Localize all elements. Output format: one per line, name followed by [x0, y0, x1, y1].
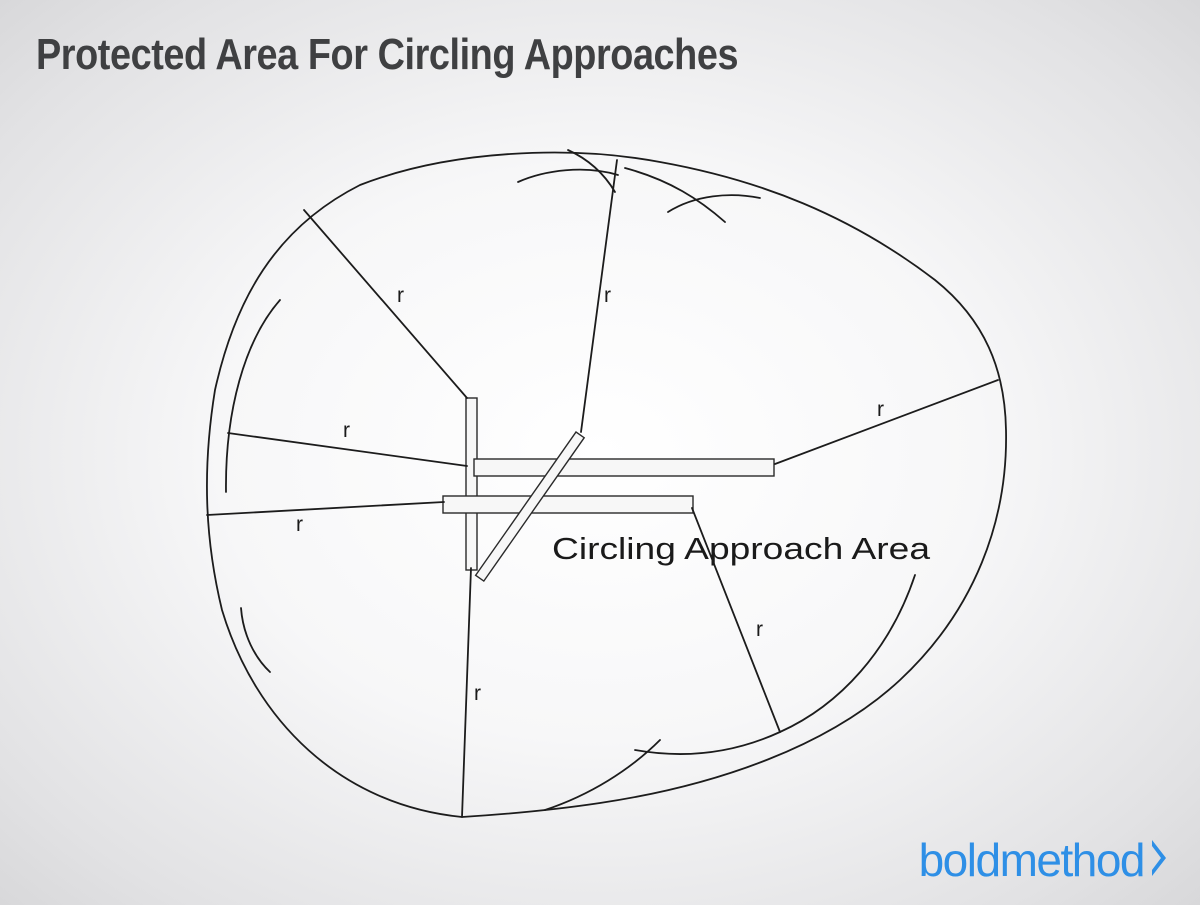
radius-label: r [877, 398, 884, 421]
arc-top-3 [667, 194, 761, 213]
radius-line-nw [303, 209, 468, 399]
area-label: Circling Approach Area [552, 531, 931, 566]
radius-line-sw [206, 501, 445, 516]
radius-line-s [461, 567, 472, 818]
radius-line-w [227, 432, 468, 467]
radius-label: r [756, 618, 763, 641]
arc-top-4 [624, 167, 726, 223]
runway-upper [473, 458, 775, 477]
radius-line-se [691, 507, 781, 733]
arc-top-1 [517, 168, 619, 183]
radius-label: r [343, 419, 350, 442]
page-title: Protected Area For Circling Approaches [36, 30, 739, 79]
radius-line-n [580, 159, 618, 433]
radius-label: r [474, 682, 481, 705]
runway-lower [442, 495, 694, 514]
runway-vertical [465, 397, 478, 571]
chevron-right-icon [1150, 838, 1168, 883]
arc-top-2 [567, 149, 616, 193]
radius-line-e [774, 379, 999, 465]
boldmethod-logo: boldmethod [918, 834, 1168, 886]
radius-label: r [604, 284, 611, 307]
radius-label: r [397, 284, 404, 307]
arc-left-upper [225, 299, 281, 493]
arc-right [779, 574, 916, 733]
arc-bottom-2 [634, 731, 781, 755]
logo-text: boldmethod [918, 834, 1146, 886]
arc-left-lower [240, 607, 271, 673]
protected-area-boundary [206, 151, 1007, 818]
arc-bottom-1 [544, 739, 661, 811]
runway-diagonal [474, 431, 586, 583]
radius-label: r [296, 513, 303, 536]
